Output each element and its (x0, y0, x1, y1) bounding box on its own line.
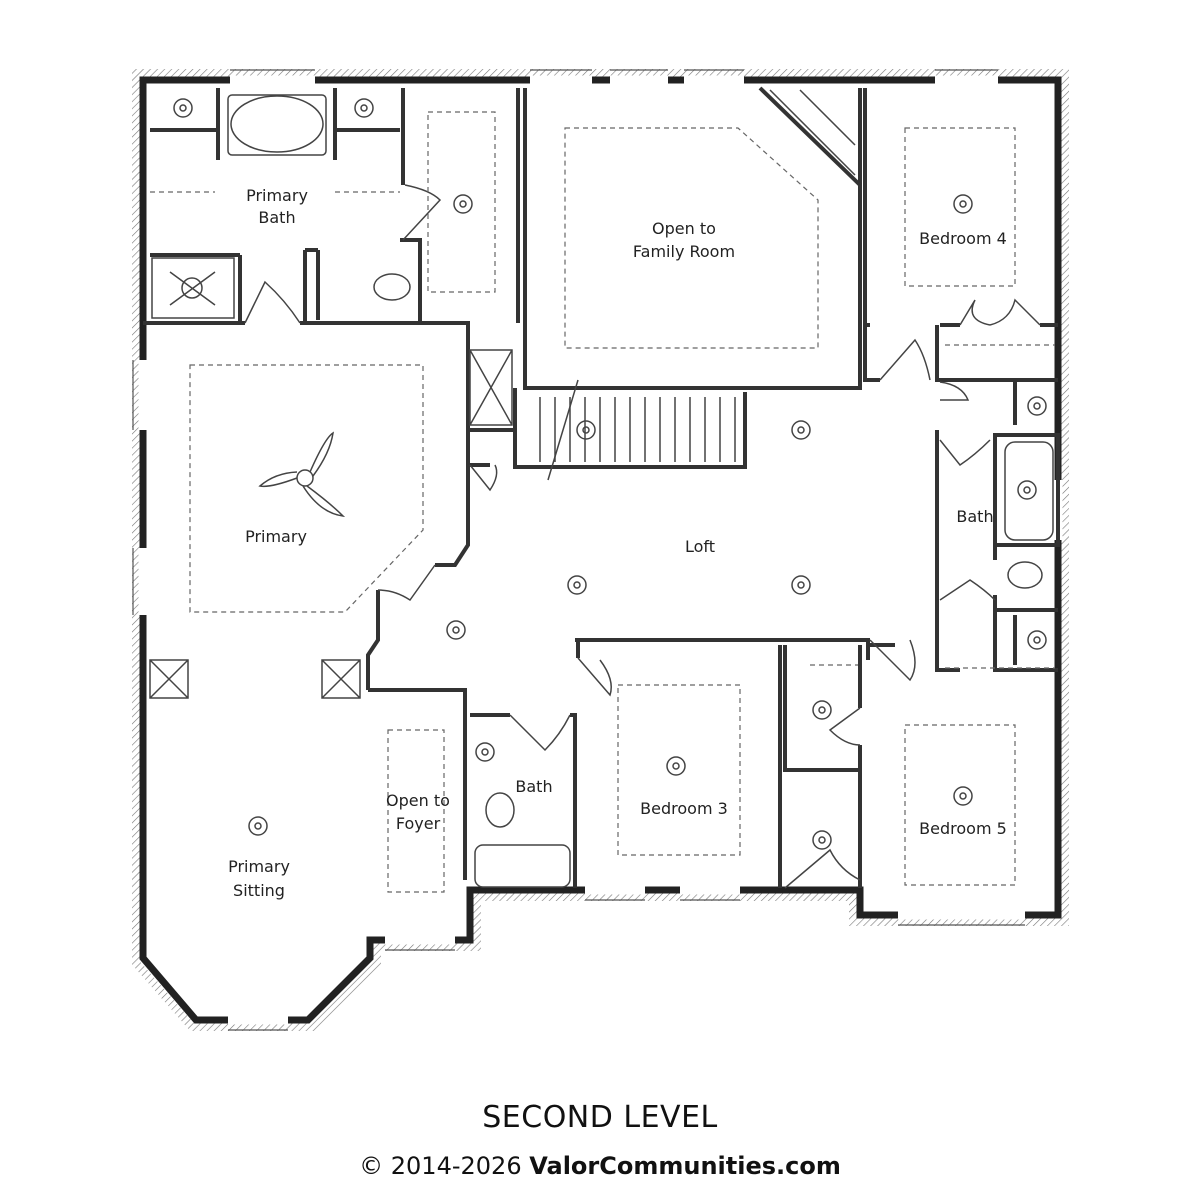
room-label-primary-bath: Primary (246, 186, 308, 205)
doors (244, 184, 1041, 889)
copyright-line: © 2014-2026 ValorCommunities.com (0, 1152, 1200, 1180)
copyright-text: © 2014-2026 (359, 1152, 522, 1180)
room-label-primary-sitting: Primary (228, 857, 290, 876)
room-label-open-family-2: Family Room (633, 242, 735, 261)
toilet-icon (1007, 561, 1043, 589)
room-label-open-family: Open to (652, 219, 716, 238)
level-title: SECOND LEVEL (482, 1100, 718, 1135)
exterior-wall-hatch (132, 69, 1069, 1031)
shower-icon (151, 257, 235, 319)
room-label-bedroom-5: Bedroom 5 (919, 819, 1007, 838)
room-label-primary-sitting-2: Sitting (233, 881, 285, 900)
ceiling-lights (173, 98, 1047, 850)
room-label-bedroom-4: Bedroom 4 (919, 229, 1007, 248)
room-label-loft: Loft (685, 537, 715, 556)
toilet-icon (485, 792, 515, 828)
bathtub-icon (474, 844, 571, 888)
room-label-bath-center: Bath (515, 777, 552, 796)
room-label-bedroom-3: Bedroom 3 (640, 799, 728, 818)
ceiling-fan-icon (258, 431, 346, 518)
interior-walls (143, 86, 1060, 888)
room-label-primary-bath-2: Bath (258, 208, 295, 227)
bathtub-icon (1004, 441, 1054, 541)
room-label-open-foyer-2: Foyer (396, 814, 441, 833)
stairs (539, 379, 736, 481)
exterior-wall (139, 76, 1062, 1024)
website-link[interactable]: ValorCommunities.com (529, 1152, 841, 1180)
room-labels: Primary Bath Open to Family Room Bedroom… (228, 186, 1007, 900)
room-label-bath-right: Bath (956, 507, 993, 526)
ceiling-outlines (150, 111, 1055, 893)
room-label-open-foyer: Open to (386, 791, 450, 810)
room-label-primary: Primary (245, 527, 307, 546)
bathtub-icon (230, 95, 324, 153)
fixtures (149, 89, 1054, 888)
toilet-icon (373, 273, 411, 301)
